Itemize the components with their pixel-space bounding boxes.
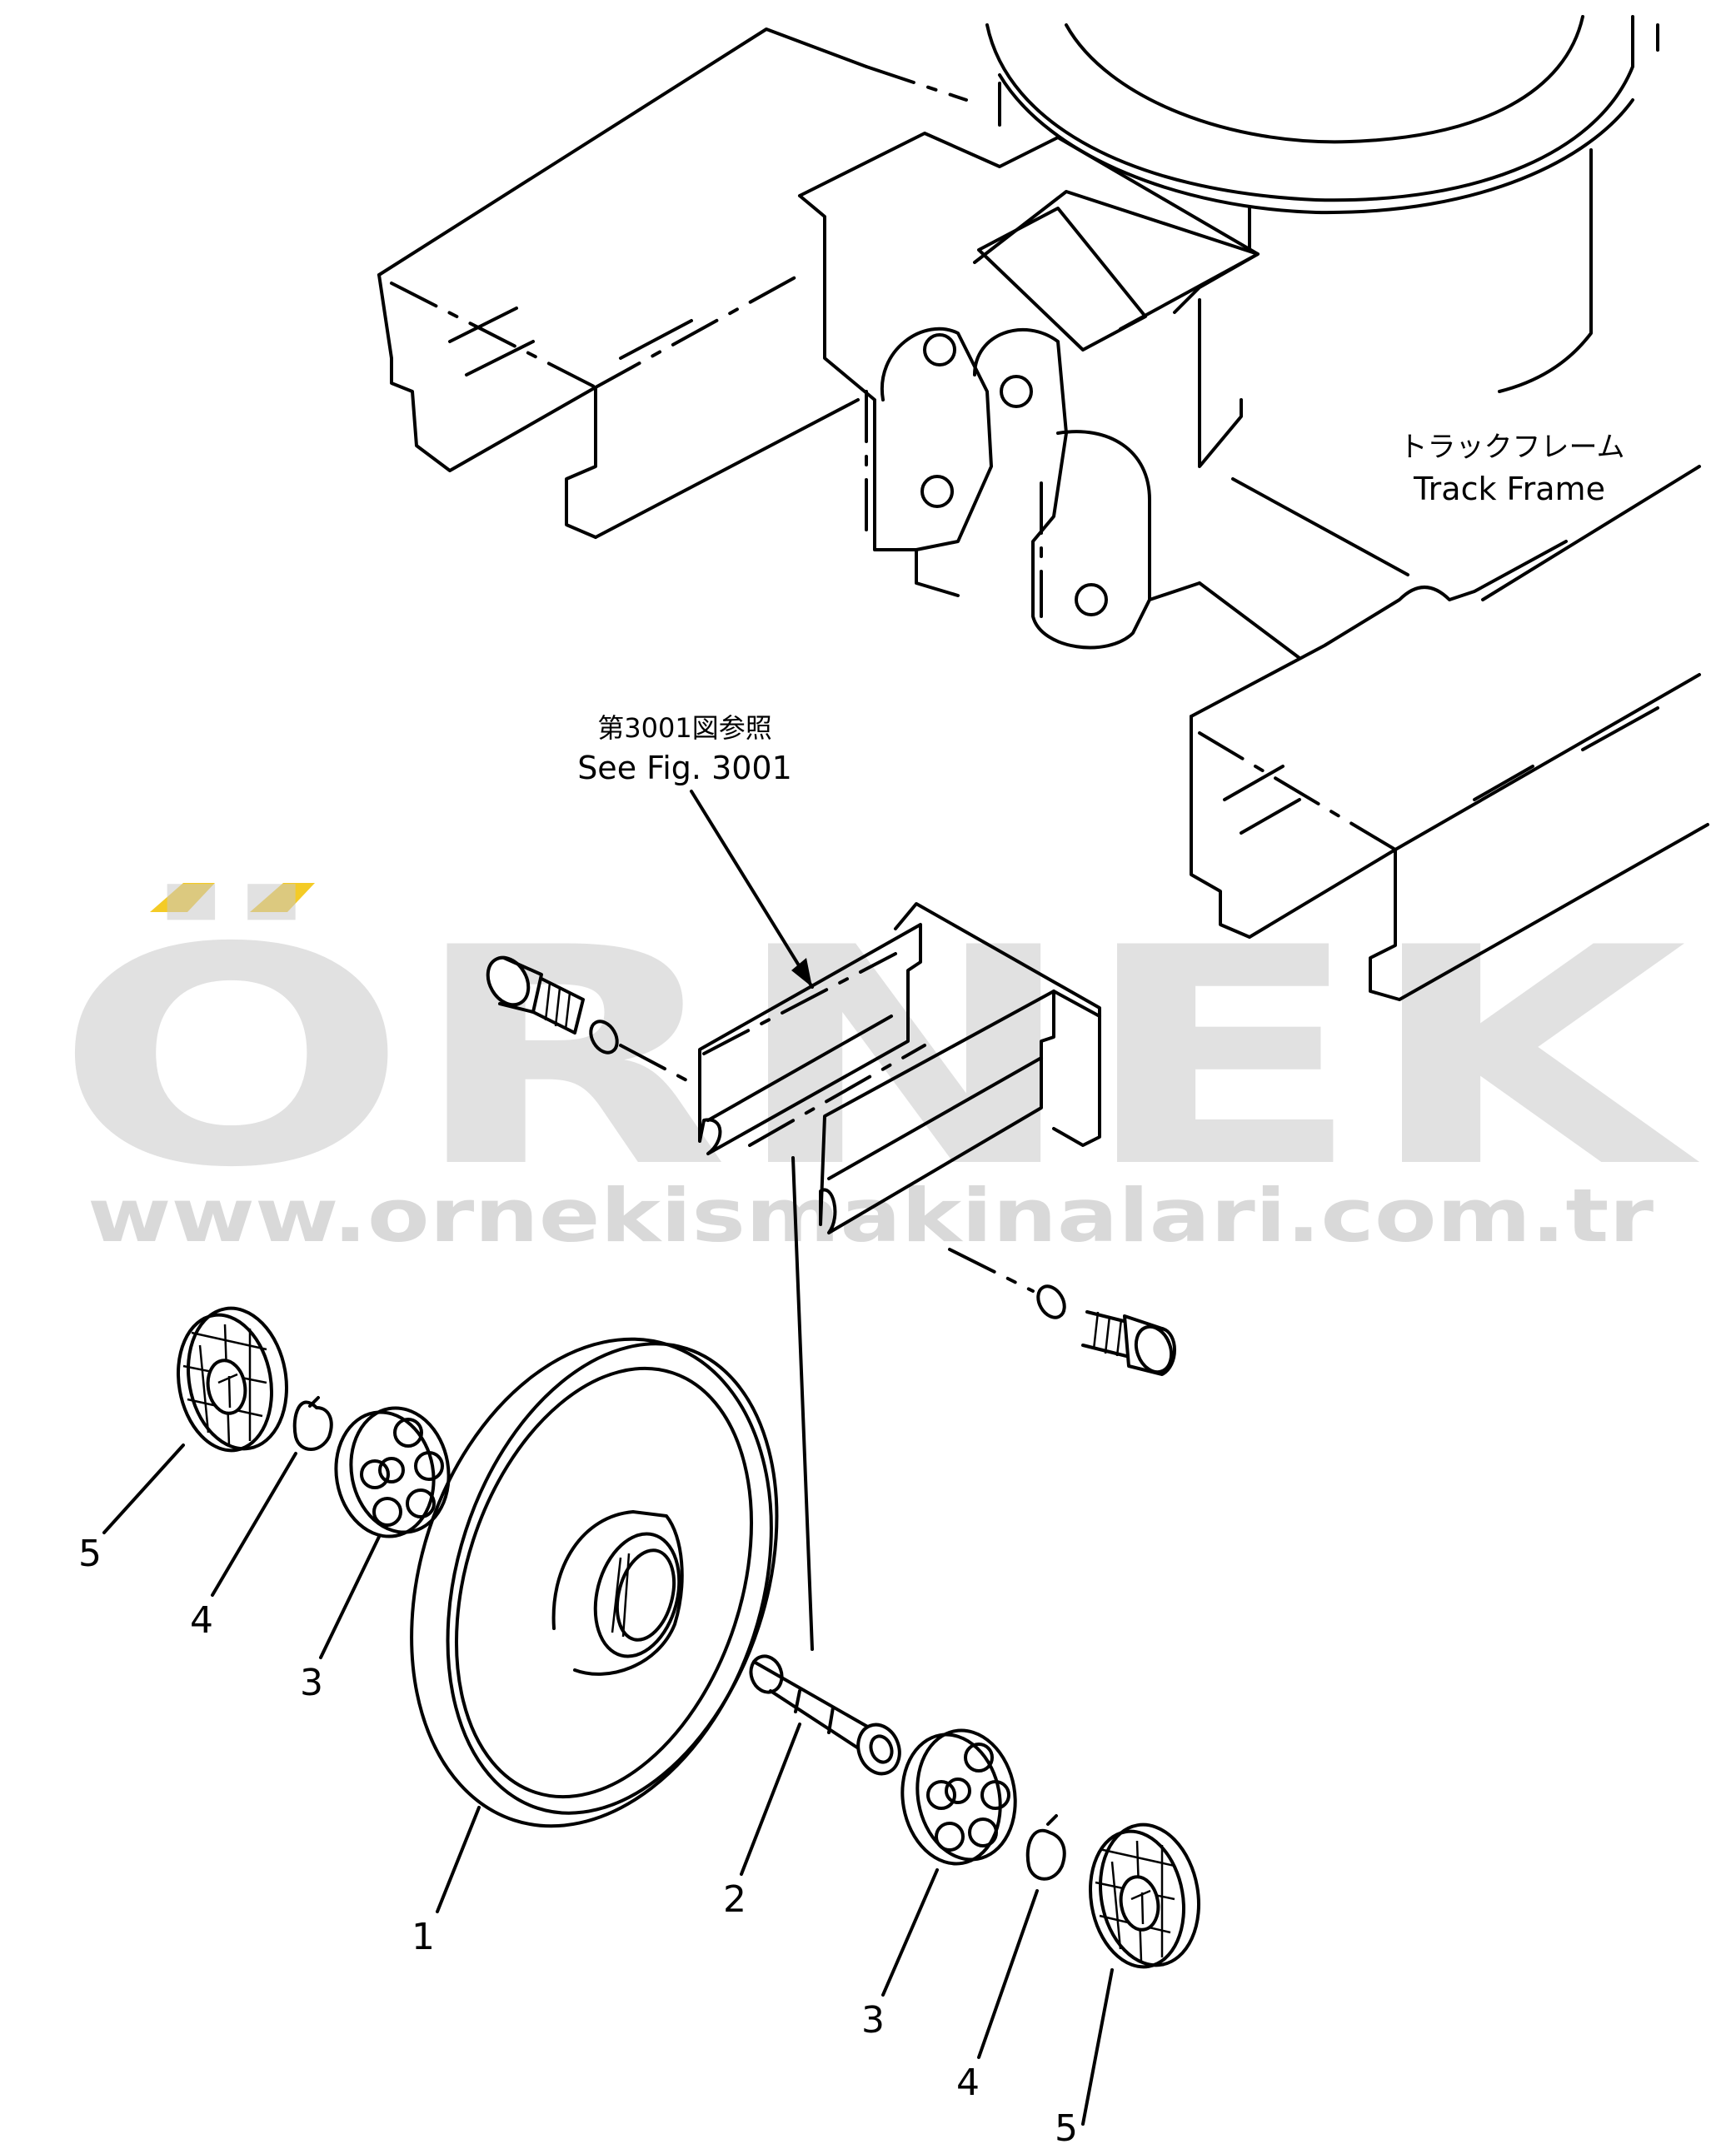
shaft [749, 1654, 901, 1776]
cylinder-base [998, 82, 1251, 252]
yoke-hidden-1 [702, 952, 897, 1055]
left-beam-face [377, 273, 597, 539]
watermark-url: www.ornekismakinalari.com.tr [87, 1173, 1654, 1259]
see-fig-label-jp: 第3001図参照 [597, 712, 771, 744]
yoke-right-plate [819, 990, 1055, 1234]
left-beam-top [377, 27, 868, 277]
track-frame-label-en: Track Frame [1413, 471, 1605, 507]
bracket-side [798, 194, 960, 597]
yoke-back-plate-2 [1052, 990, 1101, 1018]
leader-5-right [1081, 1968, 1114, 2126]
snap-ring-left [292, 1396, 333, 1451]
seal-right [1088, 1822, 1200, 1969]
bolt-left-axis [619, 1044, 693, 1084]
left-beam-hatch-2 [465, 340, 535, 376]
bracket-lug-right [973, 327, 1201, 650]
yoke-hidden-2 [748, 1044, 926, 1147]
washer-right [1036, 1284, 1066, 1319]
right-beam-hatch-4 [1581, 706, 1659, 751]
callout-1: 1 [412, 1916, 435, 1958]
right-beam-hatch-1 [1223, 765, 1285, 801]
see-fig-leader [690, 790, 814, 989]
bracket-flange [973, 190, 1260, 331]
yoke-left-plate [698, 923, 922, 1155]
right-beam-inner-dash [1198, 731, 1397, 851]
bracket-cross-member [1198, 581, 1301, 660]
yoke-back-plate [894, 902, 1101, 1147]
callout-2: 2 [723, 1878, 746, 1921]
callout-5-right: 5 [1055, 2107, 1078, 2145]
bolt-left [486, 955, 585, 1035]
leader-1 [436, 1806, 481, 1913]
left-beam-bottom [594, 398, 860, 539]
idler-wheel [410, 1337, 779, 1828]
callout-3-right: 3 [861, 1999, 885, 2042]
see-fig-label-en: See Fig. 3001 [577, 750, 792, 786]
shaft-axis-line [791, 1156, 814, 1651]
bracket-hole-4 [1075, 583, 1108, 616]
left-beam-hatch-1 [448, 307, 518, 343]
track-frame-label-jp: トラックフレーム [1399, 431, 1625, 464]
bracket-cross-member-2 [1231, 477, 1409, 576]
callout-4-right: 4 [956, 2062, 980, 2104]
watermark-accent-right [250, 883, 315, 912]
callout-4-left: 4 [190, 1599, 213, 1642]
cylinder-side [1498, 148, 1593, 393]
snap-ring-right [1025, 1814, 1066, 1881]
callout-5-left: 5 [78, 1533, 102, 1575]
right-beam-top [1190, 540, 1568, 718]
callout-3-left: 3 [300, 1662, 323, 1704]
bracket-lug-left [880, 327, 993, 551]
right-beam-hatch-3 [1473, 765, 1534, 801]
leader-2 [740, 1723, 801, 1876]
cylinder-outer [985, 15, 1634, 202]
left-beam-top-dash [865, 65, 968, 102]
right-beam-hatch-2 [1240, 798, 1301, 835]
idler-parts-drawing [102, 1306, 1200, 2126]
right-beam-top-face [1394, 673, 1701, 851]
idler-bracket-drawing [486, 790, 1176, 1651]
track-frame-drawing [377, 15, 1709, 1001]
bracket-hole-2 [1000, 375, 1033, 408]
cylinder-inner [1065, 15, 1584, 144]
cylinder-ring [998, 73, 1634, 215]
left-beam-inner-dash [390, 282, 597, 389]
bracket-hole-3 [920, 475, 954, 508]
bearing-right [900, 1728, 1017, 1866]
bolt-right-axis [948, 1248, 1035, 1293]
watermark-accent-left [150, 883, 215, 912]
bearing-left [334, 1406, 451, 1538]
yoke-slot-right [827, 1056, 1043, 1180]
bolt-right [1081, 1310, 1176, 1376]
right-beam-top-2 [1481, 465, 1701, 601]
left-beam-lip-dash [594, 273, 801, 389]
leader-4-left [211, 1452, 297, 1597]
seal-left [176, 1306, 288, 1453]
yoke-slot-left [706, 1015, 893, 1122]
see-fig-arrowhead [791, 958, 812, 987]
leader-3-right [881, 1868, 939, 1997]
leader-5-left [102, 1443, 185, 1534]
bracket-edge-right [1198, 298, 1243, 468]
leader-3-left [319, 1535, 381, 1659]
leader-4-right [977, 1889, 1039, 2059]
washer-left [589, 1020, 619, 1055]
bracket-hole-1 [923, 333, 956, 366]
bracket-lug-right-inner [1056, 430, 1151, 601]
left-beam-hatch-3 [619, 319, 693, 360]
